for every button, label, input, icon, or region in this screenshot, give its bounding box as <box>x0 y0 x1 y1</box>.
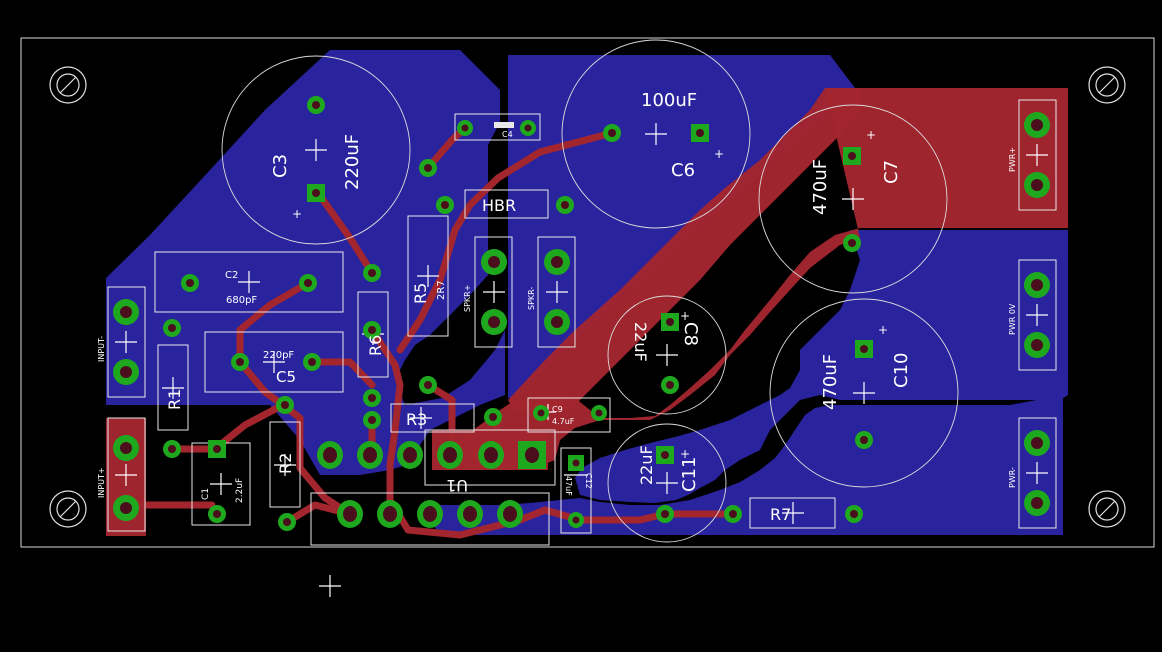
c10-plus: + <box>878 323 888 337</box>
c6-value: 100uF <box>641 90 697 111</box>
c4-marker <box>494 122 514 128</box>
c5-name: C5 <box>276 368 296 386</box>
c8-value: 22uF <box>631 322 650 362</box>
r6-name: R6 <box>366 335 385 356</box>
origin-crosses <box>115 123 1048 597</box>
c1-value: 2.2uF <box>235 478 245 503</box>
c7-plus: + <box>866 128 876 142</box>
c8-plus: + <box>680 309 690 323</box>
mount-hole-br <box>1088 490 1126 528</box>
c9-value: 4.7uF <box>552 417 575 426</box>
c12-name: C12 <box>584 473 593 489</box>
board-outline <box>20 37 1155 548</box>
c6-name: C6 <box>671 160 695 181</box>
c12-value: 47uF <box>564 476 573 496</box>
input-minus-label: INPUT- <box>97 336 106 362</box>
mount-hole-bl <box>49 490 87 528</box>
r5-value: 2R7 <box>436 280 447 300</box>
c8-name: C8 <box>680 322 701 346</box>
pwr-minus-label: PWR- <box>1008 467 1017 488</box>
r7-name: R7 <box>770 505 791 524</box>
c11-name: C11 <box>679 457 700 492</box>
component-labels: C3 220uF + 100uF C6 + 470uF C7 + 22uF C8… <box>97 90 1017 524</box>
pads <box>113 96 1050 531</box>
r3-name: R3 <box>406 410 427 429</box>
c2-name: C2 <box>225 270 238 281</box>
mounting-holes <box>49 66 1126 528</box>
c7-name: C7 <box>881 160 902 184</box>
c10-name: C10 <box>891 353 912 388</box>
c4-name: C4 <box>502 130 513 139</box>
pwr-0v-label: PWR 0V <box>1008 303 1017 335</box>
c5-value: 220pF <box>263 350 294 361</box>
hbr-label: HBR <box>482 196 516 215</box>
c10-value: 470uF <box>820 354 841 410</box>
mount-hole-tr <box>1088 66 1126 104</box>
c3-plus: + <box>292 207 302 221</box>
input-plus-label: INPUT+ <box>97 467 106 498</box>
c6-plus: + <box>714 147 724 161</box>
spkr-minus-label: SPKR- <box>527 287 536 310</box>
c1-name: C1 <box>201 488 211 500</box>
c7-value: 470uF <box>810 159 831 215</box>
c11-plus: + <box>680 447 690 461</box>
spkr-plus-label: SPKR+ <box>463 285 472 312</box>
c11-value: 22uF <box>637 445 656 485</box>
bottom-copper-pour <box>106 50 1068 535</box>
silkscreen-outlines <box>107 39 1057 546</box>
c3-name: C3 <box>270 154 291 178</box>
c2-value: 680pF <box>226 295 257 306</box>
u1-name: U1 <box>446 476 468 495</box>
c3-value: 220uF <box>342 134 363 190</box>
r5-name: R5 <box>411 283 430 304</box>
pwr-plus-label: PWR+ <box>1008 147 1017 172</box>
r2-name: R2 <box>276 453 295 474</box>
mount-hole-tl <box>49 66 87 104</box>
r1-name: R1 <box>165 389 184 410</box>
c9-name: C9 <box>552 405 563 414</box>
